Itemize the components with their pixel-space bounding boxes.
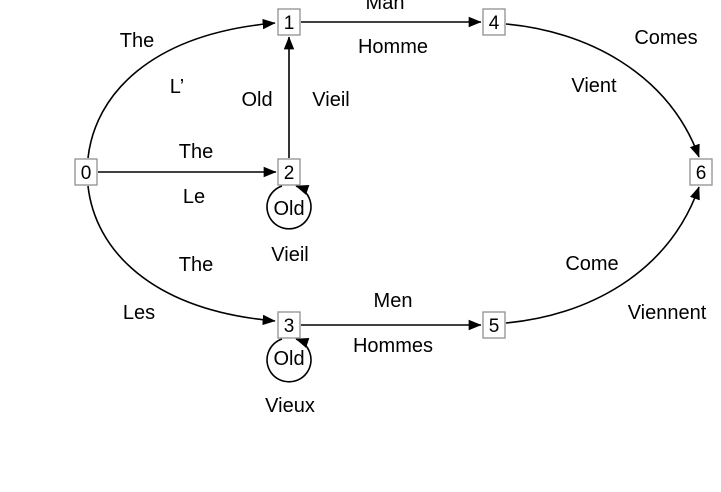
edge-0-1-label-fr: L’ [170,76,184,98]
node-2-box [277,158,301,186]
edge-3-5-label-en: Men [374,290,413,312]
edge-3-3-arrow [266,338,312,383]
node-3-label: 3 [284,316,295,337]
edge-4-6-arrow [505,23,700,158]
node-0-label: 0 [81,163,92,184]
node-2: 2 [277,158,301,186]
node-5-box [482,311,506,339]
edge-0-1-arrow [87,18,276,159]
edge-0-2-label-en: The [179,141,213,163]
edge-1-4-label-en: Man [366,0,405,14]
edge-5-6-label-fr: Viennent [628,302,707,324]
node-4: 4 [482,8,506,36]
node-1-label: 1 [284,13,295,34]
edge-3-5: Men Hommes [301,290,482,357]
node-1: 1 [277,8,301,36]
edge-0-3-label-en: The [179,254,213,276]
edge-4-6: Comes Vient [505,23,700,158]
edge-0-2-label-fr: Le [183,186,205,208]
edge-2-1-label-en: Old [241,89,272,111]
edge-3-3-label-fr: Vieux [265,395,315,417]
edge-2-2-label-en: Old [273,198,304,220]
node-4-box [482,8,506,36]
edge-5-6: Come Viennent [505,186,707,324]
edge-2-2-arrow [266,185,312,230]
edge-0-1-label-en: The [120,30,154,52]
edge-4-6-label-fr: Vient [571,75,617,97]
edge-0-1: The L’ [87,18,276,159]
edge-2-2-label-fr: Vieil [271,244,308,266]
node-3: 3 [277,311,301,339]
edge-0-3-arrow [87,185,276,326]
node-5: 5 [482,311,506,339]
edge-2-1-label-fr: Vieil [312,89,349,111]
edge-1-4-label-fr: Homme [358,36,428,58]
edge-0-3-label-fr: Les [123,302,155,324]
node-1-box [277,8,301,36]
edge-4-6-label-en: Comes [634,27,697,49]
node-6-label: 6 [696,163,707,184]
node-5-label: 5 [489,316,500,337]
edge-5-6-arrow [505,186,700,324]
edge-3-3-self-loop: Old Vieux [265,338,315,417]
node-0: 0 [74,158,98,186]
node-0-box [74,158,98,186]
edge-3-5-label-fr: Hommes [353,335,433,357]
node-4-label: 4 [489,13,500,34]
edge-2-2-self-loop: Old Vieil [266,185,312,266]
edge-3-3-label-en: Old [273,348,304,370]
edge-0-2: The Le [98,141,277,208]
node-6-box [689,158,713,186]
edge-0-3: The Les [87,185,276,326]
edge-2-1: Old Vieil [241,36,350,158]
node-6: 6 [689,158,713,186]
edge-1-4: Man Homme [301,0,482,58]
node-2-label: 2 [284,163,295,184]
edge-5-6-label-en: Come [565,253,618,275]
node-3-box [277,311,301,339]
